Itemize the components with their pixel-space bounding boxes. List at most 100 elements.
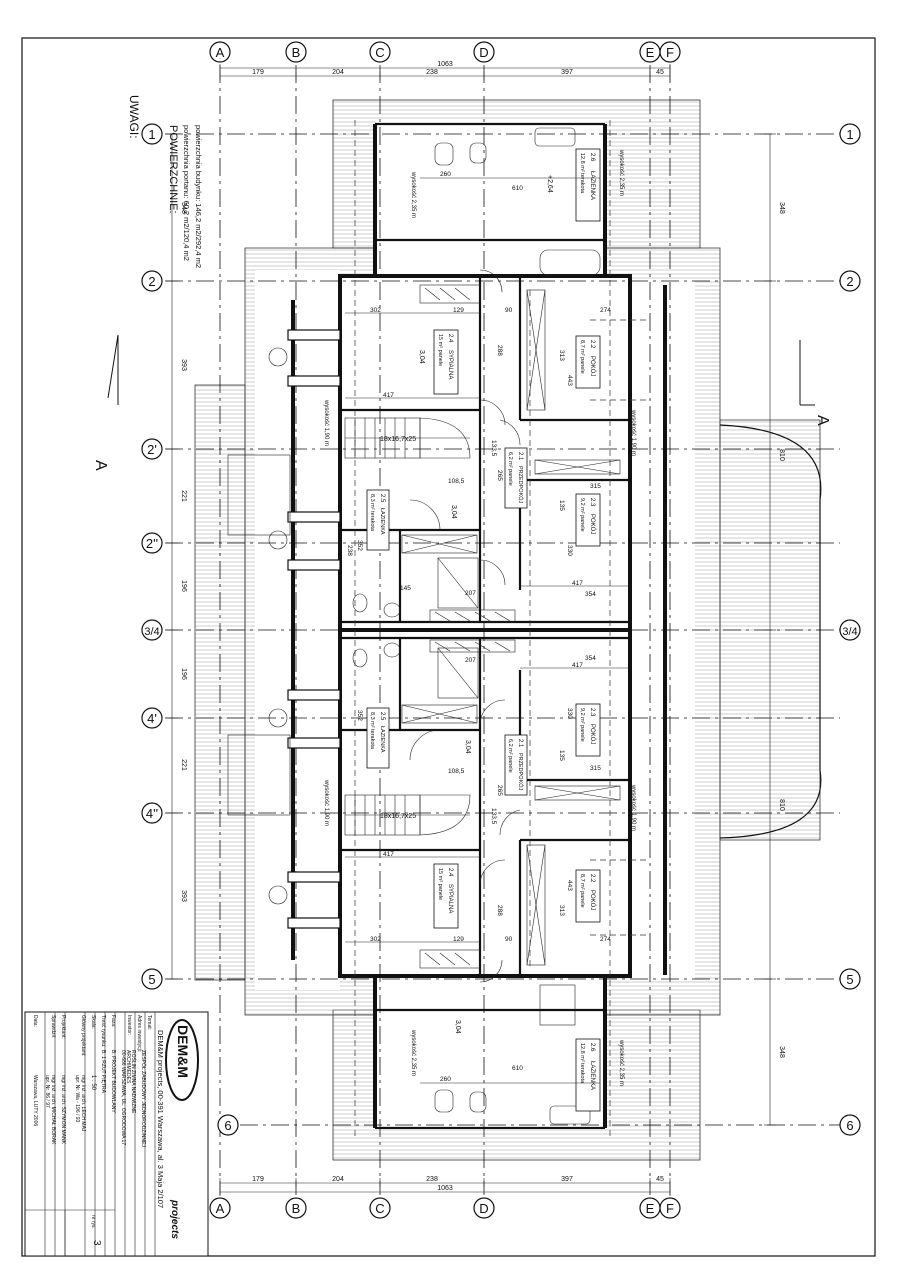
dim-313-lower: 313	[558, 905, 565, 916]
room-id: 2.4	[447, 334, 453, 343]
room-label-przedpokoj-upper: 2.1 PRZEDPOKÓJ 6,2 m² panele	[504, 447, 528, 509]
room-name: PRZEDPOKÓJ	[517, 753, 524, 791]
dim-right-4: 348	[778, 1046, 785, 1058]
title-chief: mgr inż. arch. LECH MAJ	[80, 1075, 86, 1132]
level-label-top: +2,64	[546, 175, 553, 193]
room-area: 15 m² panele	[437, 868, 443, 900]
axis-label-2pp-left: 2''	[146, 536, 158, 551]
title-scale: 1 : 50	[90, 1075, 96, 1091]
dim-left-1: 348	[180, 202, 187, 214]
dim-top-1: 179	[252, 69, 264, 76]
level-label-mid-upper: 3,04	[450, 505, 457, 519]
room-id: 2.6	[589, 1043, 595, 1052]
room-area: 12,8 m² terakota	[579, 1043, 585, 1084]
dim-1335-upper: 133,5	[490, 440, 497, 457]
level-label-upper: 3,04	[418, 350, 425, 364]
dim-352-lower: 352	[356, 710, 363, 721]
dim-315-lower: 315	[590, 765, 601, 772]
title-checker-lic: upr. Nr. 86 / 97	[44, 1075, 50, 1108]
room-label-lazienka-25-upper: 2.5 ŁAZIENKA 8,3 m² terakota	[366, 489, 390, 551]
dim-288-lower: 288	[496, 905, 503, 916]
dim-145-upper: 145	[400, 585, 411, 592]
axis-label-f-bottom: F	[666, 1201, 674, 1216]
room-label-lazienka-lower: 2.6 ŁAZIENKA 12,8 m² terakota	[575, 1038, 601, 1112]
dim-right-2: 810	[778, 449, 785, 461]
dim-left-3: 221	[180, 490, 187, 502]
section-markers: A A	[92, 334, 831, 471]
axis-label-6-left: 6	[224, 1118, 231, 1133]
room-name: ŁAZIENKA	[589, 171, 595, 200]
height-label-190-left-upper: wysokość 1,90 m	[323, 399, 329, 446]
axis-label-5-left: 5	[148, 972, 155, 987]
dim-top-3: 238	[426, 69, 438, 76]
dim-302-upper: 302	[370, 307, 381, 314]
wardrobes	[401, 289, 621, 966]
dim-417-lower: 417	[383, 851, 394, 858]
dim-129-lower: 129	[453, 936, 464, 943]
room-area: 8,7 m² panele	[579, 340, 585, 374]
room-id: 2.2	[589, 340, 595, 349]
title-date: Warszawa, LUTY 2006	[32, 1075, 38, 1126]
room-id: 2.5	[379, 712, 385, 721]
title-sheet-label: nr rys.	[90, 1215, 96, 1229]
axis-label-2-left: 2	[148, 274, 155, 289]
dimension-chain-bottom: 179 204 238 397 45 1063	[219, 1176, 671, 1196]
title-block-frame	[24, 1011, 209, 1257]
room-id: 2.3	[589, 498, 595, 507]
room-id: 2.3	[589, 708, 595, 717]
staircase-upper	[344, 417, 471, 459]
dim-90-lower: 90	[505, 936, 513, 943]
room-name: POKÓJ	[589, 724, 596, 744]
room-label-pokoj-22-lower: 2.2 POKÓJ 8,7 m² panele	[575, 869, 601, 923]
room-area: 9,2 m² panele	[579, 708, 585, 742]
row-bubbles-right: 1 2 3/4 5 6	[839, 123, 861, 1136]
dim-610-upper: 610	[512, 185, 523, 192]
dim-288-upper: 288	[496, 345, 503, 356]
axis-label-6-right: 6	[846, 1118, 853, 1133]
room-id: 2.5	[379, 494, 385, 503]
title-checker-label: Sprawdził:	[50, 1015, 56, 1038]
dim-274-lower: 274	[600, 936, 611, 943]
dim-313-upper: 313	[558, 350, 565, 361]
dim-bottom-1: 179	[252, 1176, 264, 1183]
dim-417b-lower: 417	[572, 662, 583, 669]
title-theme-label: Temat:	[146, 1015, 152, 1030]
level-label-bottom: 3,04	[454, 1020, 461, 1034]
dim-right-3: 810	[778, 799, 785, 811]
dim-443-lower: 443	[566, 880, 573, 891]
door-swings	[409, 269, 521, 983]
title-date-label: Data:	[32, 1015, 38, 1027]
room-name: POKÓJ	[589, 514, 596, 534]
room-id: 2.6	[589, 153, 595, 162]
axis-label-34-right: 3/4	[842, 626, 857, 638]
notes-areas-heading: POWIERZCHNIE:	[167, 125, 179, 214]
dim-330-lower: 330	[566, 708, 573, 719]
room-id: 2.4	[447, 868, 453, 877]
axis-label-c-top: C	[375, 45, 384, 60]
axis-label-f-top: F	[666, 45, 674, 60]
axis-label-4p-left: 4'	[147, 711, 157, 726]
title-drawing: B. 1 RZUT PIĘTRA	[100, 1050, 106, 1094]
dim-108-lower: 108,5	[448, 768, 465, 775]
title-company: DEM&M projects, 00-391 Warszawa, al. 3 M…	[156, 1030, 165, 1208]
height-labels: wysokość 2,35 m wysokość 2,35 m wysokość…	[323, 149, 636, 1086]
title-checker: mgr inż. arch. MICHAŁ BORAK	[50, 1075, 56, 1145]
dim-207-lower: 207	[465, 657, 476, 664]
dim-left-5: 196	[180, 668, 187, 680]
height-label-190-right-upper: wysokość 1,90 m	[630, 409, 636, 456]
height-label-190-left-lower: wysokość 1,90 m	[323, 779, 329, 826]
room-area: 12,8 m² terakota	[579, 153, 585, 194]
title-block-text: DEM&M projects DEM&M projects, 00-391 Wa…	[32, 1015, 191, 1246]
inner-dimensions: 302 129 90 274 417 108,5 315 417 354 145…	[345, 171, 630, 1084]
stairs-label-lower: 18x16,7x25	[380, 813, 416, 820]
dim-330-upper: 330	[566, 545, 573, 556]
dim-bottom-total: 1063	[437, 1185, 453, 1192]
room-area: 15 m² panele	[437, 334, 443, 366]
height-label-235-upper-right: wysokość 2,35 m	[618, 149, 624, 196]
axis-label-d-top: D	[479, 45, 488, 60]
height-label-235-lower-right: wysokość 2,35 m	[618, 1039, 624, 1086]
dim-top-4: 397	[561, 69, 573, 76]
dimension-chain-top: 1063 179 204 238 397 45	[219, 61, 671, 80]
notes-usable-area: powierzchnia portanu: 60,2 m2/120,4 m2	[182, 125, 191, 261]
axis-label-2p-left: 2'	[147, 442, 157, 457]
